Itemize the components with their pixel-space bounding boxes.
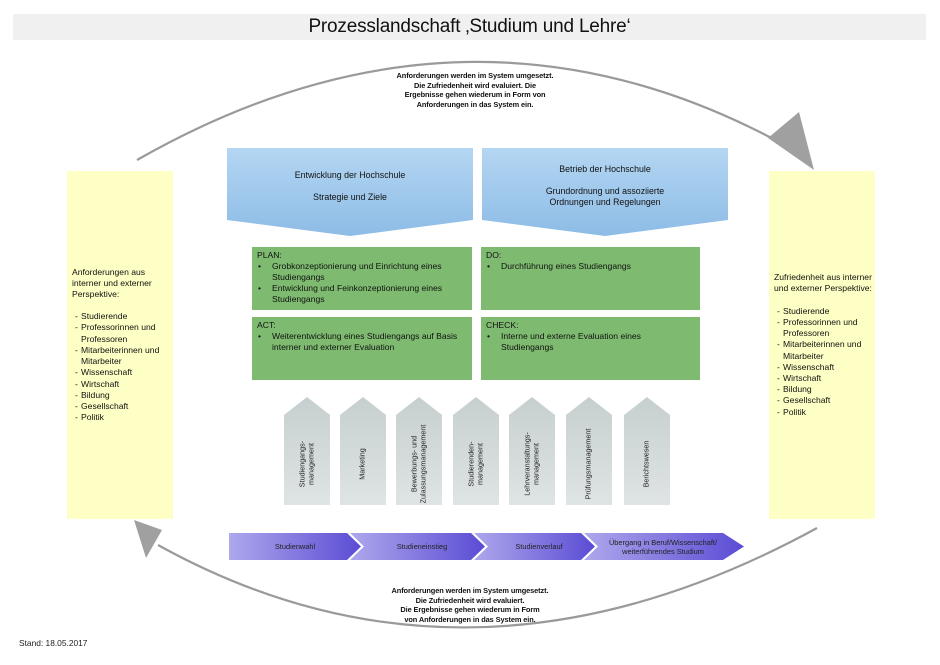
list-item: Politik [75,412,173,423]
list-item: Wirtschaft [777,373,875,384]
house-shape [340,397,386,505]
act-item: Weiterentwicklung eines Studiengangs auf… [257,331,467,353]
bottom-cycle-text: Anforderungen werden im System umgesetzt… [391,586,549,624]
operations-chevron-shape [482,148,728,236]
list-item: Professorinnen und Professoren [75,322,173,344]
check-label: CHECK: [486,320,519,330]
support-process-studierendenmanagement: Studierenden- management [453,397,499,505]
support-process-label: Marketing [357,448,367,480]
page-title: Prozesslandschaft ‚Studium und Lehre‘ [308,16,631,37]
list-item: Politik [777,407,875,418]
satisfaction-list: Studierende Professorinnen und Professor… [774,306,875,418]
list-item: Professorinnen und Professoren [777,317,875,339]
list-item: Wissenschaft [75,367,173,378]
phase-uebergang: Übergang in Beruf/Wissenschaft/ weiterfü… [608,537,718,556]
support-process-label: Bewerbungs- und Zulassungsmanagement [409,424,427,504]
support-process-label: Berichtswesen [641,440,651,488]
list-item: Mitarbeiterinnen und Mitarbeiter [75,345,173,367]
satisfaction-box: Zufriedenheit aus interner und externer … [769,171,875,519]
list-item: Studierende [75,311,173,322]
bottom-arrowhead-icon [134,520,162,558]
development-title: Entwicklung der Hochschule [294,170,406,180]
house-shape [396,397,442,505]
support-process-label: Prüfungsmanagement [583,428,593,500]
support-process-label: Studiengangs- management [297,440,315,488]
phase-shape-studienwahl [229,533,361,560]
phase-shape-uebergang [584,533,744,560]
phase-shape-studienverlauf [474,533,595,560]
operations-title: Betrieb der Hochschule [559,164,651,174]
operations-subtitle: Grundordnung und assoziierte Ordnungen u… [545,186,665,207]
support-process-label: Studierenden- management [466,441,484,487]
top-arrowhead-icon [768,112,814,170]
list-item: Wissenschaft [777,362,875,373]
phase-shape-studieneinstieg [350,533,485,560]
do-box: DO: Durchführung eines Studiengangs [481,247,700,310]
support-process-studiengangsmanagement: Studiengangs- management [284,397,330,505]
operations-chevron: Betrieb der Hochschule Grundordnung und … [482,148,728,236]
requirements-heading: Anforderungen aus interner und externer … [72,266,152,300]
phase-studienwahl: Studienwahl [274,542,316,551]
support-process-bewerbungs-zulassungsmanagement: Bewerbungs- und Zulassungsmanagement [396,397,442,505]
support-process-pruefungsmanagement: Prüfungsmanagement [566,397,612,505]
list-item: Gesellschaft [75,401,173,412]
check-box: CHECK: Interne und externe Evaluation ei… [481,317,700,380]
plan-item: Grobkonzeptionierung und Einrichtung ein… [257,261,467,283]
support-process-label: Lehrveranstaltungs- management [522,432,540,496]
house-shape [566,397,612,505]
date-stamp: Stand: 18.05.2017 [19,638,88,648]
plan-label: PLAN: [257,250,282,260]
check-item: Interne und externe Evaluation eines Stu… [486,331,695,353]
development-chevron: Entwicklung der Hochschule Strategie und… [227,148,473,236]
title-bar: Prozesslandschaft ‚Studium und Lehre‘ [13,14,926,40]
plan-box: PLAN: Grobkonzeptionierung und Einrichtu… [252,247,472,310]
satisfaction-heading: Zufriedenheit aus interner und externer … [774,272,872,294]
house-shape [624,397,670,505]
house-shape [509,397,555,505]
development-chevron-shape [227,148,473,236]
plan-item: Entwicklung und Feinkonzeptionierung ein… [257,283,467,305]
list-item: Studierende [777,306,875,317]
development-subtitle: Strategie und Ziele [313,192,387,202]
requirements-list: Studierende Professorinnen und Professor… [72,311,173,423]
house-shape [453,397,499,505]
support-process-lehrveranstaltungsmanagement: Lehrveranstaltungs- management [509,397,555,505]
act-box: ACT: Weiterentwicklung eines Studiengang… [252,317,472,380]
top-cycle-text: Anforderungen werden im System umgesetzt… [396,71,554,109]
list-item: Bildung [75,390,173,401]
support-process-marketing: Marketing [340,397,386,505]
list-item: Bildung [777,384,875,395]
support-process-berichtswesen: Berichtswesen [624,397,670,505]
list-item: Wirtschaft [75,379,173,390]
do-item: Durchführung eines Studiengangs [486,261,695,272]
list-item: Gesellschaft [777,395,875,406]
act-label: ACT: [257,320,276,330]
phase-studieneinstieg: Studieneinstieg [396,542,448,551]
do-label: DO: [486,250,502,260]
house-shape [284,397,330,505]
phase-studienverlauf: Studienverlauf [515,542,563,551]
requirements-box: Anforderungen aus interner und externer … [67,171,173,519]
list-item: Mitarbeiterinnen und Mitarbeiter [777,339,875,361]
student-lifecycle-bar: Studienwahl Studieneinstieg Studienverla… [229,533,744,560]
